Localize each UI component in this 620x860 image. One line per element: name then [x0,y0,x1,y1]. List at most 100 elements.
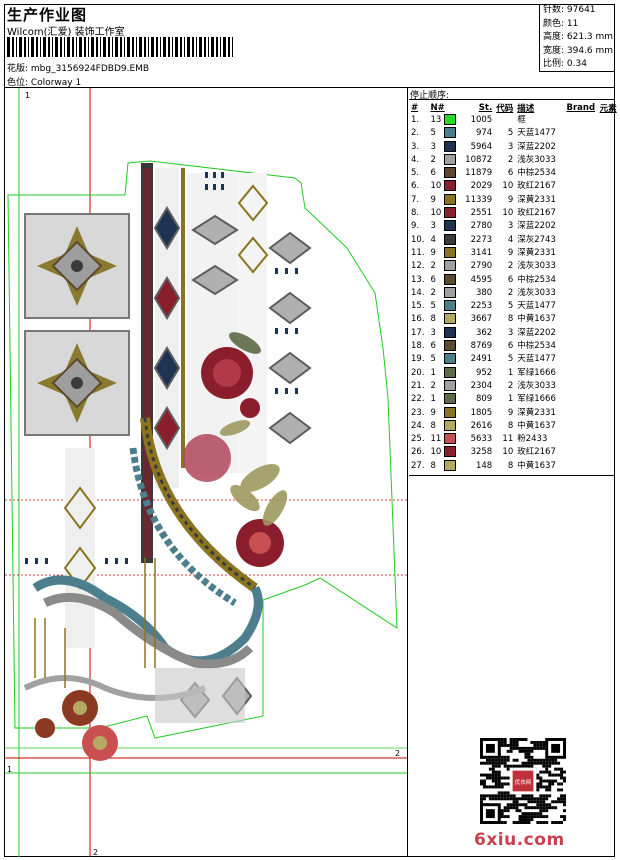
qr-module [521,815,525,819]
thread-color-swatch [444,419,457,431]
qr-module [485,743,495,753]
qr-module [554,806,558,810]
brand-cell [565,300,598,313]
page-frame [4,4,615,857]
barcode-bar [96,37,98,57]
qr-module [560,821,564,824]
qr-module [560,794,564,798]
stop-number: 19. [411,354,425,365]
qr-module [545,770,549,774]
qr-module [491,767,495,771]
qr-module [497,785,501,789]
column-header: N# [430,102,445,113]
needle-number: 9 [430,407,436,418]
qr-module [506,815,510,819]
qr-module [554,821,558,824]
needle-cell: 1 [428,393,458,406]
qr-module [506,743,510,747]
barcode-bar [79,37,82,57]
arc-band [143,417,256,590]
qr-module [536,815,540,819]
qr-module [527,755,531,759]
qr-module [524,752,528,756]
qr-module [545,809,549,813]
needle-number: 2 [430,261,436,272]
needle-cell: 11 [428,433,458,446]
needle-cell: 2 [428,153,458,167]
qr-module [542,770,546,774]
qr-module [500,755,504,759]
thread-code: 9 [507,247,514,258]
qr-module [518,764,522,768]
needle-number: 10 [430,208,442,219]
stitch-count: 148 [475,460,493,471]
qr-module [503,815,507,819]
qr-module [512,794,516,798]
needle-cell: 6 [428,273,458,287]
qr-module [503,776,507,780]
needle-number: 8 [430,420,436,431]
qr-module [545,803,549,807]
stitch-count: 3258 [470,447,493,458]
barcode-bar [112,37,113,57]
thread-code: 8 [507,314,514,325]
qr-module [557,767,561,771]
thread-code: 3 [507,141,514,152]
barcode-bar [31,37,34,57]
stop-number: 14. [411,287,425,298]
thread-color-swatch [444,433,457,445]
element-cell [598,433,620,446]
qr-module [536,776,540,780]
thread-code: 6 [507,341,514,352]
needle-number: 3 [430,221,436,232]
qr-module [500,809,504,813]
qr-module [521,797,525,801]
qr-module [506,803,510,807]
qr-module [527,764,531,768]
element-cell [598,367,620,380]
qr-module [542,785,546,789]
thread-description: 玫红2167 [517,447,556,458]
qr-module [491,761,495,765]
needle-number: 10 [430,447,442,458]
band-column [181,168,185,468]
qr-module [482,761,486,765]
barcode-bar [160,37,161,57]
qr-module [527,749,531,753]
qr-module [509,738,513,741]
qr-module [557,761,561,765]
barcode-bar [196,37,197,57]
qr-module [506,809,510,813]
qr-module [536,782,540,786]
barcode-bar [172,37,173,57]
stitch-count: 2790 [470,261,493,272]
column-header: 元素 [599,103,617,114]
barcode-bar [88,37,89,57]
thread-code: 4 [507,234,514,245]
qr-module [536,821,540,824]
thread-code: 6 [507,168,514,179]
stitch-count: 380 [475,287,493,298]
qr-module [494,797,498,801]
qr-module [494,782,498,786]
qr-module [512,797,516,801]
qr-module [551,758,555,762]
qr-module [512,800,516,804]
rose-flowers [35,347,284,761]
brand-cell [565,393,598,406]
needle-cell: 6 [428,340,458,353]
qr-module [488,785,492,789]
medallion-bottom [24,330,130,436]
qr-module [500,821,504,824]
qr-module [542,740,546,744]
qr-module [548,788,552,792]
stop-number: 15. [411,301,425,312]
qr-module [539,794,543,798]
barcode-bar [24,37,26,57]
qr-module [497,770,501,774]
barcode-bar [124,37,125,57]
qr-module [485,761,489,765]
qr-module [512,740,516,744]
